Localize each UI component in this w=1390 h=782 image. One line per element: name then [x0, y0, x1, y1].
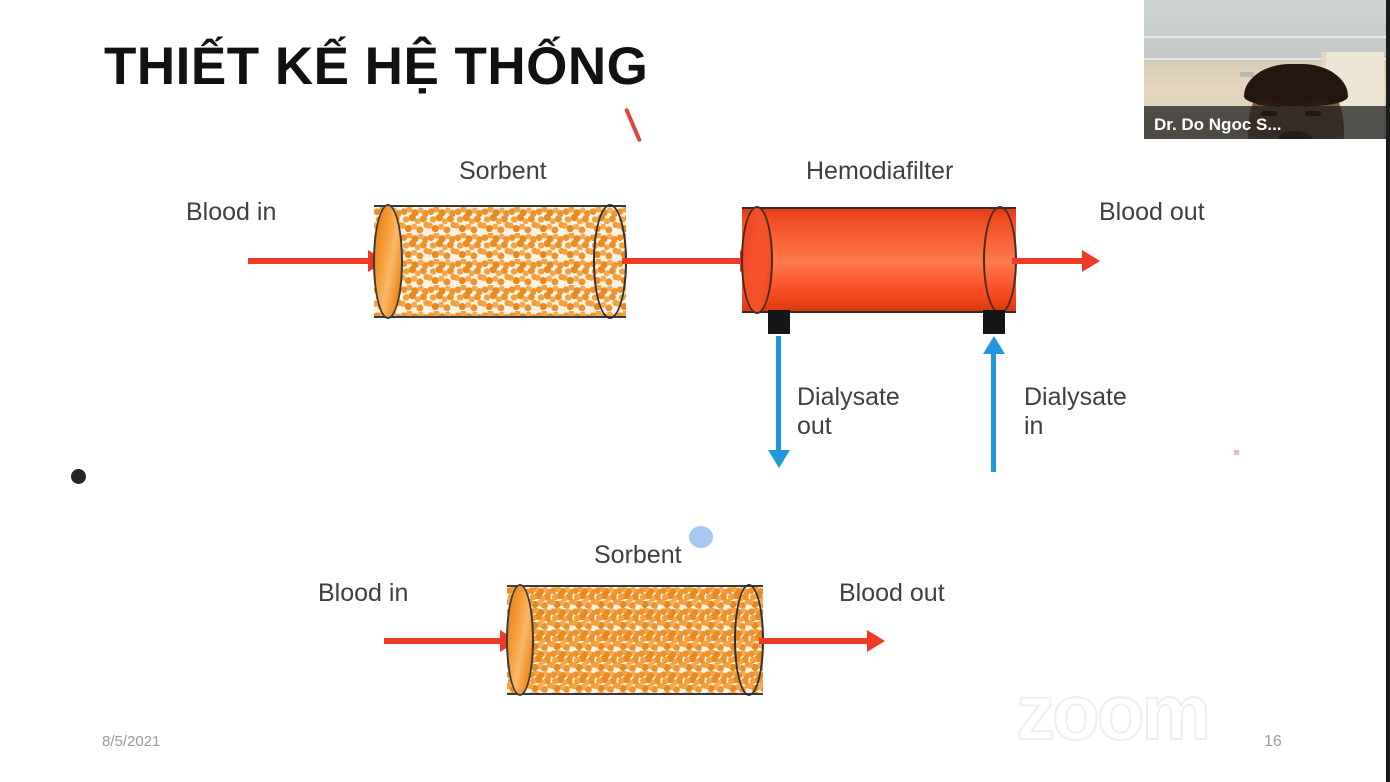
label-dialysate-in-line2: in — [1024, 412, 1044, 440]
viewport-right-edge — [1386, 0, 1390, 782]
label-sorbent-bottom: Sorbent — [594, 541, 682, 569]
arrow-dialysate-out — [767, 336, 790, 468]
participant-name-bar — [1144, 106, 1390, 142]
label-blood-in-bottom: Blood in — [318, 579, 409, 607]
hemodiafilter-cap-left — [741, 206, 773, 314]
sorbent-granule-texture-bottom — [507, 587, 763, 693]
label-hemodiafilter: Hemodiafilter — [806, 157, 954, 185]
video-tile-bottom-border — [1144, 139, 1390, 142]
ceiling-fixture — [1240, 72, 1254, 77]
label-sorbent-top: Sorbent — [459, 157, 547, 185]
hemodiafilter-port-out — [768, 310, 790, 334]
ink-annotation-stroke — [624, 107, 642, 143]
footer-page-number: 16 — [1264, 733, 1282, 750]
participant-name-label: Dr. Do Ngoc S... — [1154, 115, 1282, 134]
pointer-cursor-dot — [689, 526, 713, 548]
arrow-blood-in-top — [248, 250, 386, 272]
label-dialysate-in-line1: Dialysate — [1024, 383, 1127, 411]
sorbent-granule-texture-top — [374, 207, 626, 316]
label-blood-out-bottom: Blood out — [839, 579, 945, 607]
label-dialysate-out-line1: Dialysate — [797, 383, 900, 411]
label-dialysate-out-line2: out — [797, 412, 832, 440]
ceiling-line-lower — [1144, 58, 1390, 60]
sorbent-cylinder-bottom — [506, 584, 764, 696]
sorbent-cylinder-top — [373, 204, 627, 319]
hemodiafilter-port-in — [983, 310, 1005, 334]
footer-date: 8/5/2021 — [102, 733, 161, 750]
label-dialysate-in: Dialysate in — [1024, 383, 1127, 441]
label-blood-in-top: Blood in — [186, 198, 277, 226]
label-blood-out-top: Blood out — [1099, 198, 1205, 226]
sorbent-body-bottom — [507, 585, 763, 695]
arrow-blood-out-bottom — [759, 630, 885, 652]
arrow-blood-out-top — [1012, 250, 1100, 272]
page-title: THIẾT KẾ HỆ THỐNG — [104, 37, 649, 96]
faint-pink-speck — [1234, 450, 1239, 455]
sorbent-body-top — [374, 205, 626, 318]
zoom-watermark: zoom — [1015, 668, 1212, 756]
participant-video-tile[interactable]: Dr. Do Ngoc S... — [1144, 0, 1390, 142]
arrow-sorbent-to-hemodiafilter — [622, 250, 758, 272]
bullet-point-marker — [71, 469, 86, 484]
sorbent-cap-left-bottom — [506, 584, 534, 696]
hemodiafilter-cylinder — [741, 206, 1017, 314]
label-dialysate-out: Dialysate out — [797, 383, 900, 441]
arrow-blood-in-bottom — [384, 630, 518, 652]
hemodiafilter-body — [742, 207, 1016, 313]
ceiling-line-upper — [1144, 36, 1390, 38]
arrow-dialysate-in — [982, 336, 1005, 472]
sorbent-cap-left-top — [373, 204, 403, 319]
